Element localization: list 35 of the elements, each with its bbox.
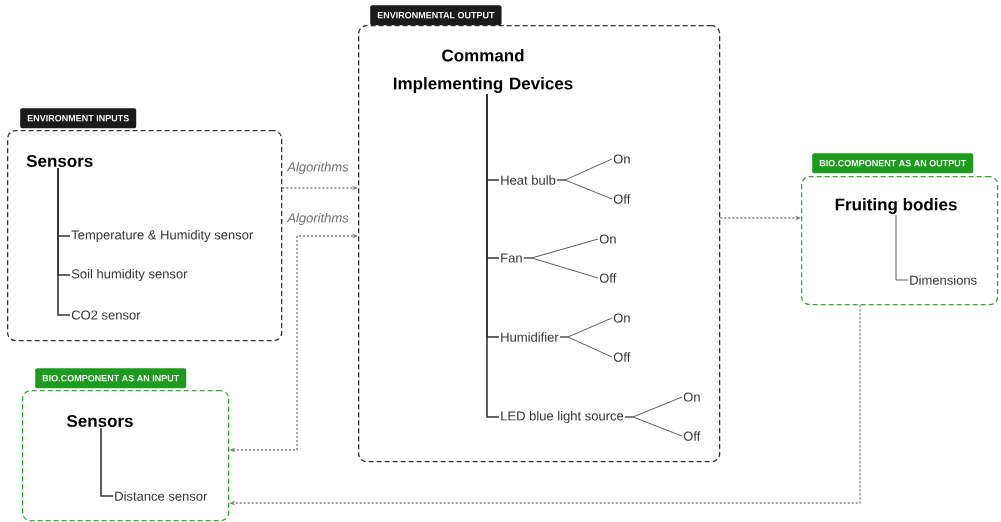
- item-label: LED blue light source: [501, 410, 624, 424]
- tree-line: [486, 93, 500, 418]
- item-label: Soil humidity sensor: [71, 268, 188, 282]
- item-label: Off: [599, 273, 617, 283]
- heading: Sensors: [66, 415, 133, 428]
- item-label: Off: [613, 352, 631, 362]
- header-tab: ENVIRONMENTAL OUTPUT: [370, 5, 502, 26]
- tree-line: [895, 214, 909, 281]
- item-label: Distance sensor: [115, 491, 208, 501]
- item-label: On: [613, 154, 630, 164]
- item-label: Off: [613, 194, 631, 204]
- item-label: Dimensions: [910, 275, 977, 285]
- branch-line: [559, 336, 613, 358]
- item-label: On: [683, 392, 700, 402]
- item-label: Humidifier: [501, 332, 559, 342]
- item-label: On: [613, 313, 630, 323]
- header-tab: BIO.COMPONENT AS AN INPUT: [35, 368, 187, 389]
- heading: Command Implementing Devices: [393, 49, 573, 93]
- item-label: Temperature & Humidity sensor: [71, 229, 253, 243]
- branch-line: [556, 179, 613, 200]
- item-label: Off: [683, 431, 701, 441]
- edge-label: Algorithms: [286, 211, 350, 227]
- tree-line: [57, 167, 71, 316]
- item-label: On: [599, 234, 616, 244]
- item-label: CO2 sensor: [71, 310, 141, 320]
- header-tab: BIO.COMPONENT AS AN OUTPUT: [812, 153, 974, 174]
- heading: Fruiting bodies: [835, 198, 957, 214]
- edge-label: Algorithms: [286, 160, 350, 176]
- branch-line: [624, 416, 683, 437]
- item-label: Heat bulb: [501, 175, 556, 185]
- item-label: Fan: [501, 253, 522, 263]
- branch-line: [523, 257, 599, 279]
- tree-line: [100, 427, 114, 497]
- heading: Sensors: [26, 155, 93, 168]
- header-tab: ENVIRONMENT INPUTS: [20, 108, 137, 129]
